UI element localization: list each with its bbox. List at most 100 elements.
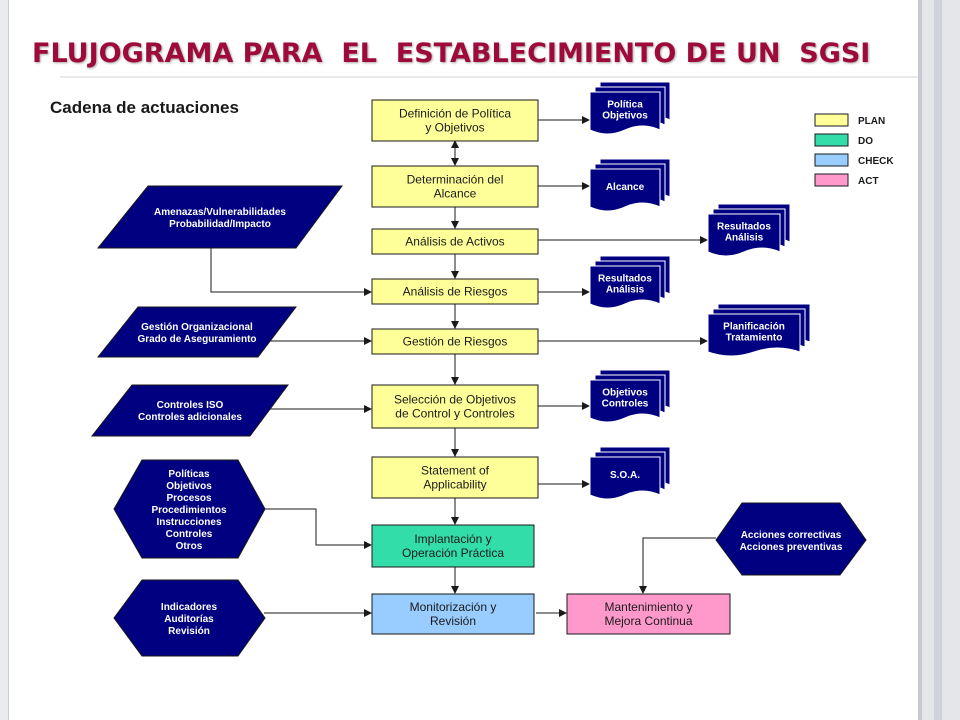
legend-label: CHECK [858,156,894,167]
input-label: Controles adicionales [138,412,242,423]
document-label: Análisis [606,285,645,296]
document-page [707,313,801,357]
connectors [210,116,716,617]
process-label: Análisis de Riesgos [403,285,508,299]
process-label: de Control y Controles [395,407,514,421]
process-label: Operación Práctica [402,546,504,560]
process-label: Applicability [423,478,486,492]
process-step-p3: Análisis de Activos [371,228,539,255]
legend-item-act: ACT [814,173,879,187]
input-label: Procesos [166,493,211,504]
connector-i6-p10 [639,537,716,594]
process-box [371,328,539,355]
input-label: Gestión Organizacional [141,322,253,333]
document-label: Resultados [717,222,771,233]
document-page [589,265,661,309]
input-label: Acciones preventivas [740,542,843,553]
slide-title: FLUJOGRAMA PARA EL ESTABLECIMIENTO DE UN… [32,38,871,69]
input-shape [113,459,266,559]
process-label: Implantación y [414,532,491,546]
document-label: Política [607,100,643,111]
legend-swatch [814,173,849,187]
document-label: Controles [602,399,649,410]
phase-legend: PLAN DO CHECK ACT [814,113,894,187]
process-label: Gestión de Riesgos [403,335,508,349]
input-shape [90,384,289,437]
process-box [566,593,731,635]
process-label: Alcance [434,187,477,201]
input-nodes: Amenazas/VulnerabilidadesProbabilidad/Im… [90,185,867,657]
process-label: Análisis de Activos [405,235,504,249]
document-label: Análisis [725,233,764,244]
input-label: Auditorías [164,614,214,625]
input-shape [715,502,867,576]
document-label: Resultados [598,274,652,285]
document-label: Alcance [606,182,645,193]
process-box [371,456,539,499]
process-label: Statement of [421,464,490,478]
legend-label: PLAN [858,116,885,127]
process-label: Mejora Continua [604,614,692,628]
process-box [371,593,535,635]
process-box [371,165,539,208]
document-page [589,456,661,500]
process-box [371,228,539,255]
input-label: Probabilidad/Impacto [169,219,271,230]
process-box [371,384,539,429]
input-label: Otros [176,541,203,552]
connector-i1-p4 [210,248,372,296]
document-d7: S.O.A. [589,446,671,500]
document-page [589,379,661,423]
input-parallelogram-i1: Amenazas/VulnerabilidadesProbabilidad/Im… [96,185,343,249]
document-page [589,91,661,135]
process-label: Monitorización y [410,600,497,614]
process-label: Selección de Objetivos [394,393,516,407]
input-label: Amenazas/Vulnerabilidades [154,207,286,218]
process-label: y Objetivos [425,121,484,135]
input-shape [96,306,298,358]
input-hexagon-i4: PolíticasObjetivosProcesosProcedimientos… [113,459,266,559]
input-label: Revisión [168,626,210,637]
input-label: Políticas [168,469,210,480]
legend-swatch [814,113,849,127]
legend-swatch [814,133,849,147]
input-label: Objetivos [166,481,212,492]
process-step-p4: Análisis de Riesgos [371,278,539,305]
slide-frame-right [918,0,960,720]
legend-item-do: DO [814,133,873,147]
legend-item-plan: PLAN [814,113,885,127]
document-page [589,168,661,212]
input-label: Grado de Aseguramiento [137,334,256,345]
document-label: Tratamiento [726,333,783,344]
process-label: Determinación del [407,173,504,187]
input-shape [96,185,343,249]
title-divider [60,76,918,78]
document-label: S.O.A. [610,470,640,481]
process-label: Mantenimiento y [604,600,692,614]
document-label: Planificación [723,322,785,333]
slide-frame-left [0,0,9,720]
process-box [371,99,539,142]
diagram-subtitle: Cadena de actuaciones [50,98,239,117]
document-d2: Alcance [589,158,671,212]
input-label: Instrucciones [156,517,221,528]
legend-swatch [814,153,849,167]
legend-item-check: CHECK [814,153,894,167]
